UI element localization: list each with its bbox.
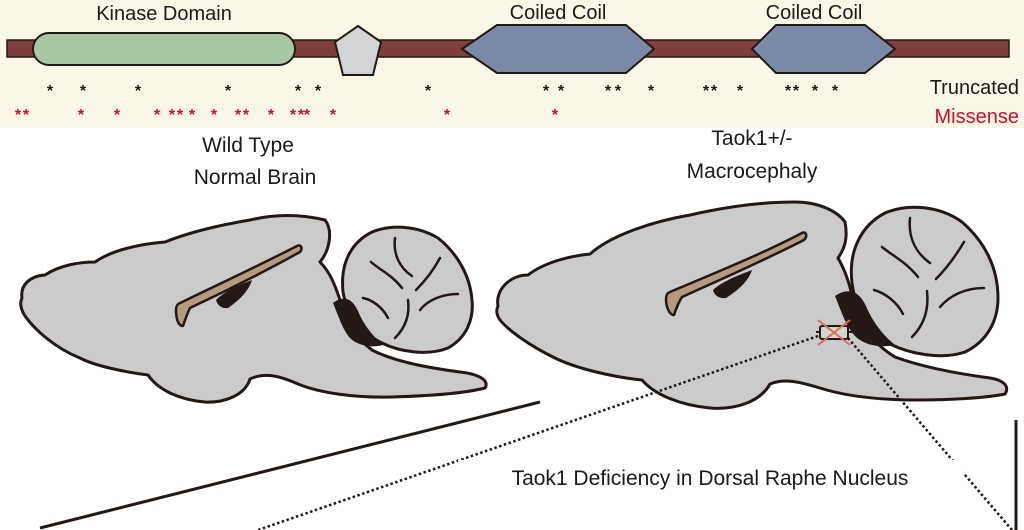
mutant-brainstem-dark	[835, 291, 895, 347]
missense-mutation-mark: *	[177, 107, 184, 124]
missense-mutation-mark: *	[169, 107, 176, 124]
truncated-mutation-mark: *	[793, 83, 800, 100]
coiled-coil-domain-1	[460, 24, 656, 74]
coiled-coil-1-label: Coiled Coil	[510, 2, 607, 24]
legend-missense-label: Missense	[935, 106, 1019, 128]
zoom-line-left	[257, 334, 819, 530]
kinase-domain-label: Kinase Domain	[96, 3, 232, 25]
zoom-line-right	[847, 337, 1013, 530]
missense-mutation-mark: *	[268, 107, 275, 124]
missense-mutation-mark: *	[298, 107, 305, 124]
wild-type-brain	[19, 214, 488, 404]
truncated-mutation-mark: *	[135, 83, 142, 100]
caption-text: Taok1 Deficiency in Dorsal Raphe Nucleus	[512, 467, 909, 490]
missense-mutation-mark: *	[189, 107, 196, 124]
missense-mutation-mark: *	[114, 107, 121, 124]
taok1-mutant-brain	[495, 200, 1009, 410]
missense-mutation-mark: *	[304, 107, 311, 124]
missense-mutation-mark: *	[444, 107, 451, 124]
mutant-cerebellum-folds	[872, 216, 986, 339]
coiled-coil-2-label: Coiled Coil	[766, 2, 863, 24]
caption-backdrop	[458, 460, 964, 494]
wt-cerebrum-outline	[19, 214, 488, 404]
truncated-mutation-mark: *	[295, 83, 302, 100]
truncated-mutation-mark: *	[703, 83, 710, 100]
pentagon-domain	[333, 24, 383, 76]
truncated-mutation-mark: *	[605, 83, 612, 100]
truncated-mutation-mark: *	[711, 83, 718, 100]
legend-truncated-label: Truncated	[930, 77, 1019, 99]
missense-mutation-mark: *	[290, 107, 297, 124]
truncated-mutation-mark: *	[812, 83, 819, 100]
missense-mutation-mark: *	[23, 107, 30, 124]
missense-mutation-mark: *	[330, 107, 337, 124]
mutant-cerebrum-outline	[495, 200, 1009, 410]
wt-brainstem-dark	[333, 298, 383, 347]
truncated-mutation-mark: *	[648, 83, 655, 100]
missense-mutation-mark: *	[243, 107, 250, 124]
truncated-mutation-mark: *	[737, 83, 744, 100]
wt-cerebellum-folds	[361, 236, 460, 340]
mutant-title-line1: Taok1+/-	[711, 127, 792, 150]
missense-mutation-mark: *	[552, 107, 559, 124]
wt-third-ventricle	[216, 280, 252, 309]
truncated-mutation-mark: *	[47, 83, 54, 100]
truncated-mutation-mark: *	[315, 83, 322, 100]
missense-mutation-mark: *	[154, 107, 161, 124]
mutant-lateral-ventricle	[664, 231, 808, 317]
wt-title-line1: Wild Type	[202, 134, 294, 157]
truncated-mutation-mark: *	[225, 83, 232, 100]
missense-mutation-mark: *	[235, 107, 242, 124]
truncated-mutation-mark: *	[615, 83, 622, 100]
mutant-title-line2: Macrocephaly	[687, 160, 818, 183]
dorsal-raphe-marker	[816, 319, 852, 346]
kinase-domain	[32, 32, 296, 66]
truncated-mutation-marks: *******************	[47, 83, 839, 100]
mutant-third-ventricle	[713, 270, 752, 299]
truncated-mutation-mark: *	[425, 83, 432, 100]
wt-lateral-ventricle	[174, 244, 303, 328]
missense-mutation-marks: ******************	[15, 107, 559, 124]
truncated-mutation-mark: *	[543, 83, 550, 100]
missense-mutation-mark: *	[15, 107, 22, 124]
wt-title-line2: Normal Brain	[194, 166, 317, 189]
missense-mutation-mark: *	[211, 107, 218, 124]
truncated-mutation-mark: *	[785, 83, 792, 100]
truncated-mutation-mark: *	[80, 83, 87, 100]
missense-mutation-mark: *	[78, 107, 85, 124]
bounding-line-left	[39, 400, 541, 530]
deletion-x-icon	[817, 319, 851, 346]
truncated-mutation-mark: *	[832, 83, 839, 100]
truncated-mutation-mark: *	[558, 83, 565, 100]
coiled-coil-domain-2	[750, 24, 897, 74]
